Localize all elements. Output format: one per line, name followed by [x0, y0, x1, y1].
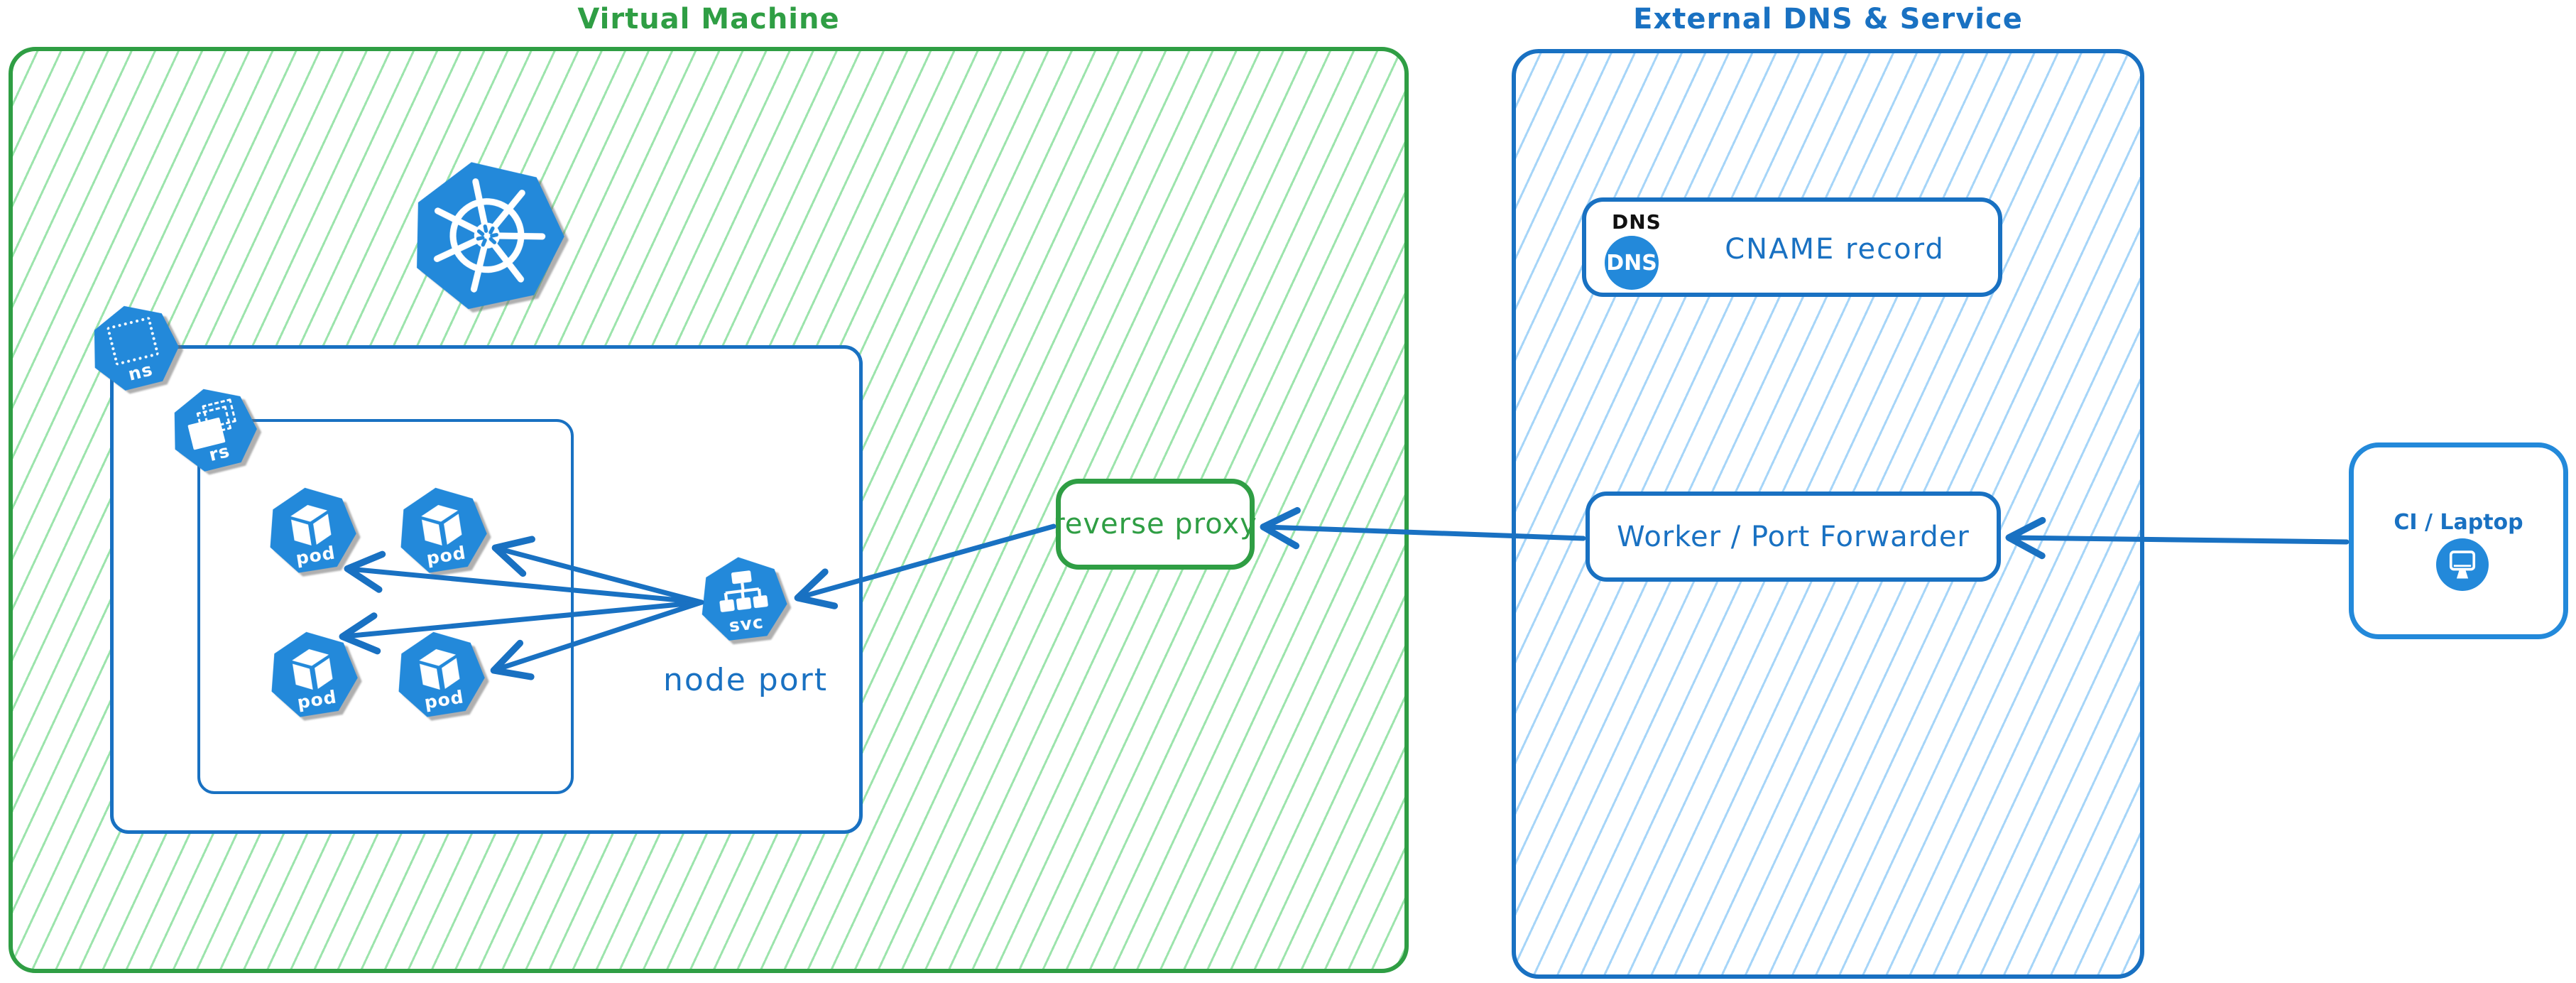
pod-icon: pod — [261, 481, 363, 581]
monitor-icon — [2436, 538, 2489, 591]
dns-badge-label: DNS — [1606, 250, 1657, 276]
node-port-label: node port — [663, 662, 828, 698]
reverse-proxy-node: reverse proxy — [1053, 479, 1257, 570]
kubernetes-logo-icon — [395, 146, 578, 326]
worker-label: Worker / Port Forwarder — [1617, 520, 1970, 553]
ci-laptop-label: CI / Laptop — [2394, 510, 2523, 535]
external-region-title: External DNS & Service — [1633, 3, 2023, 36]
cube-icon — [391, 481, 493, 581]
service-tree-icon — [694, 552, 792, 648]
service-icon: svc — [694, 552, 792, 648]
reverse-proxy-label: reverse proxy — [1053, 508, 1257, 541]
cube-icon — [389, 625, 491, 725]
ci-laptop-node: CI / Laptop — [2349, 442, 2568, 639]
dns-frame-label: DNS — [1612, 210, 1661, 234]
pod-icon: pod — [391, 481, 493, 581]
pod-icon: pod — [389, 625, 491, 725]
vm-region-title: Virtual Machine — [577, 3, 840, 36]
pod-icon: pod — [262, 625, 364, 725]
cname-record-label: CNAME record — [1725, 233, 1945, 266]
kubernetes-wheel-icon — [395, 146, 578, 326]
cube-icon — [262, 625, 364, 725]
cube-icon — [261, 481, 363, 581]
dns-badge-icon: DNS — [1605, 236, 1659, 290]
dns-node: DNS DNS CNAME record — [1582, 197, 2002, 297]
worker-port-forwarder-node: Worker / Port Forwarder — [1586, 492, 2001, 582]
replicaset-pods-box — [197, 419, 574, 794]
